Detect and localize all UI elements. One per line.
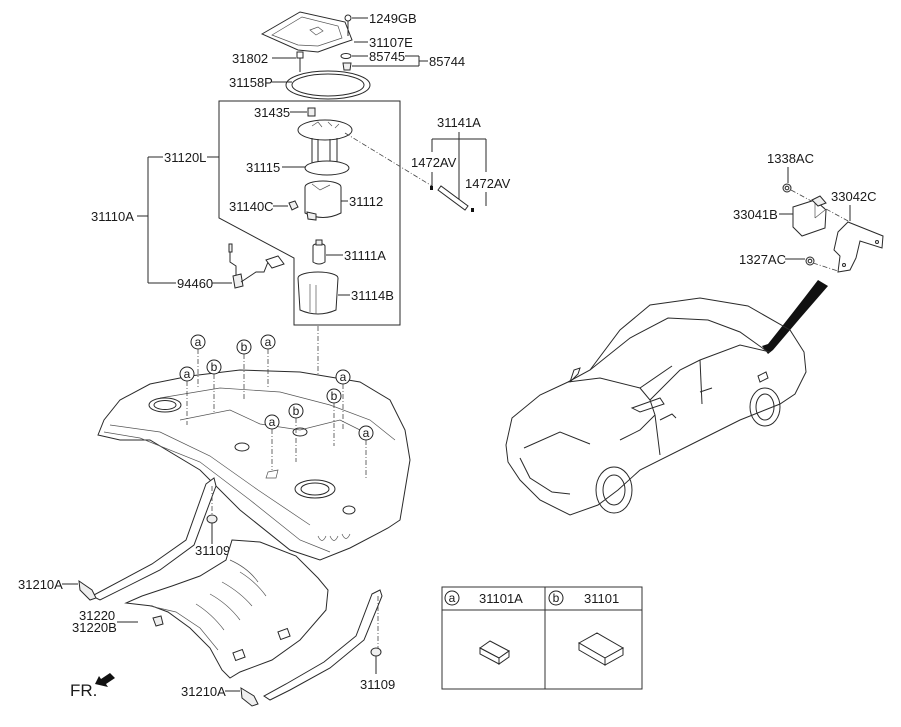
label-31140C: 31140C: [229, 199, 274, 214]
nut-31109-lower[interactable]: [370, 647, 382, 657]
callout-a[interactable]: a: [264, 414, 280, 430]
front-arrow-icon: [95, 673, 115, 687]
reservoir-31112[interactable]: [304, 180, 342, 221]
label-33042C: 33042C: [831, 189, 877, 204]
clip-1472AV-2[interactable]: [471, 208, 474, 212]
svg-text:b: b: [241, 340, 248, 354]
label-85744: 85744: [429, 54, 465, 69]
bolt-1249GB[interactable]: [344, 14, 352, 36]
label-31115: 31115: [246, 160, 280, 175]
legend-part-31101: 31101: [584, 591, 619, 606]
housing-31114B[interactable]: [297, 271, 339, 315]
strap-end-clip-left[interactable]: [78, 579, 97, 601]
strap-end-clip-right[interactable]: [240, 687, 259, 707]
strap-31210A-left[interactable]: [90, 477, 217, 601]
svg-text:a: a: [340, 370, 347, 384]
label-33041B: 33041B: [733, 207, 778, 222]
label-31435: 31435: [254, 105, 290, 120]
label-31120L: 31120L: [164, 150, 206, 165]
svg-text:b: b: [293, 404, 300, 418]
bolt-31802[interactable]: [296, 51, 304, 72]
svg-text:a: a: [184, 367, 191, 381]
part-31435[interactable]: [307, 107, 316, 117]
label-31210A-upper: 31210A: [18, 577, 63, 592]
label-31220B: 31220B: [72, 620, 117, 635]
nut-1338AC[interactable]: [782, 183, 792, 193]
nut-1327AC[interactable]: [805, 256, 815, 266]
label-31158P: 31158P: [229, 75, 273, 90]
svg-text:a: a: [269, 415, 276, 429]
label-94460: 94460: [177, 276, 213, 291]
callout-markers: a a b b a a b b a a: [179, 334, 374, 480]
pad-31101A-icon: [479, 640, 510, 665]
label-31107E: 31107E: [369, 35, 413, 50]
fuel-level-sender-94460[interactable]: [228, 243, 285, 289]
label-31112: 31112: [349, 194, 383, 209]
label-31111A: 31111A: [344, 248, 386, 263]
label-85745: 85745: [369, 49, 405, 64]
label-31141A: 31141A: [437, 115, 481, 130]
callout-b[interactable]: b: [206, 359, 222, 375]
heat-shield-31220[interactable]: [124, 539, 329, 679]
clip-85744[interactable]: [342, 62, 352, 71]
o-ring-31115[interactable]: [304, 160, 350, 176]
vehicle-illustration: [505, 297, 807, 516]
washer-85745[interactable]: [340, 53, 352, 59]
label-31109-upper: 31109: [195, 543, 230, 558]
svg-text:a: a: [449, 591, 456, 605]
label-31802: 31802: [232, 51, 268, 66]
callout-a[interactable]: a: [358, 425, 374, 441]
location-pointer-arrow: [762, 280, 828, 354]
pump-motor-31111A[interactable]: [312, 239, 326, 265]
callout-b[interactable]: b: [326, 388, 342, 404]
callout-a[interactable]: a: [190, 334, 206, 350]
clip-1472AV-1[interactable]: [430, 186, 433, 190]
label-1338AC: 1338AC: [767, 151, 814, 166]
legend-marker-a: a: [444, 590, 460, 606]
front-direction-indicator: FR.: [70, 673, 115, 700]
label-1249GB: 1249GB: [369, 11, 417, 26]
pad-31101-icon: [577, 632, 625, 666]
svg-text:b: b: [331, 389, 338, 403]
pump-assembly-frame: [218, 100, 401, 326]
callout-a[interactable]: a: [179, 366, 195, 382]
label-31109-lower: 31109: [360, 677, 395, 692]
label-31210A-lower: 31210A: [181, 684, 226, 699]
control-module-33041B[interactable]: [792, 195, 827, 237]
pipe-31141A[interactable]: [437, 185, 469, 211]
svg-text:a: a: [265, 335, 272, 349]
strap-31210A-right[interactable]: [263, 589, 383, 701]
callout-b[interactable]: b: [288, 403, 304, 419]
svg-text:a: a: [195, 335, 202, 349]
cover-plate-31107E[interactable]: [260, 11, 353, 53]
callout-b[interactable]: b: [236, 339, 252, 355]
part-31140C[interactable]: [288, 200, 299, 211]
label-front: FR.: [70, 681, 97, 700]
gasket-31158P[interactable]: [285, 70, 371, 100]
legend-marker-b: b: [548, 590, 564, 606]
bracket-33042C[interactable]: [833, 221, 884, 273]
fuel-tank[interactable]: [97, 369, 411, 561]
label-31220: 31220: [79, 608, 115, 623]
svg-text:b: b: [211, 360, 218, 374]
callout-a[interactable]: a: [260, 334, 276, 350]
label-1327AC: 1327AC: [739, 252, 786, 267]
parts-legend-table: a 31101A b 31101: [441, 586, 643, 690]
pump-flange[interactable]: [297, 119, 353, 166]
callout-a[interactable]: a: [335, 369, 351, 385]
label-1472AV-2: 1472AV: [465, 176, 511, 191]
svg-text:a: a: [363, 426, 370, 440]
legend-part-31101A: 31101A: [479, 591, 523, 606]
label-31114B: 31114B: [351, 288, 394, 303]
label-31110A: 31110A: [91, 209, 134, 224]
label-1472AV-1: 1472AV: [411, 155, 457, 170]
nut-31109-upper[interactable]: [206, 514, 218, 524]
svg-text:b: b: [553, 591, 560, 605]
